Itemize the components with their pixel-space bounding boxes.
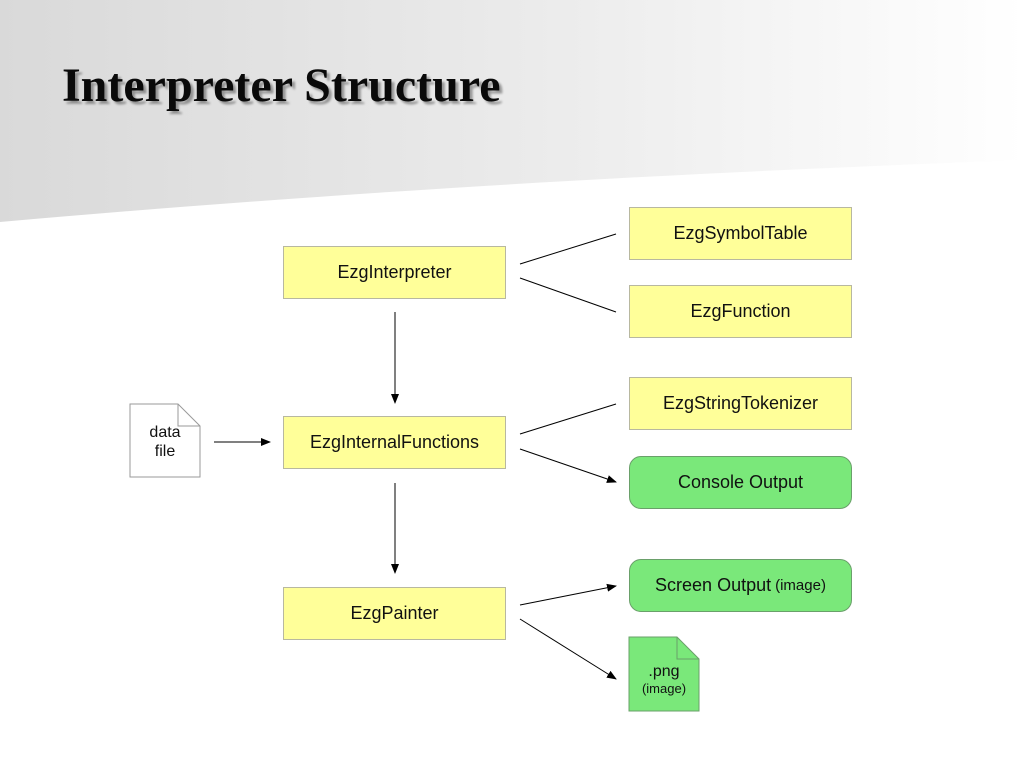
node-ezg-symbol-table: EzgSymbolTable <box>629 207 852 260</box>
arrow-painter-png <box>519 618 617 680</box>
png-file-label: .png (image) <box>641 662 687 696</box>
node-ezg-internal-functions: EzgInternalFunctions <box>283 416 506 469</box>
data-file-label: data file <box>149 423 181 460</box>
png-file-icon <box>628 636 700 712</box>
node-ezg-string-tokenizer: EzgStringTokenizer <box>629 377 852 430</box>
node-console-output: Console Output <box>629 456 852 509</box>
arrow-painter-screen <box>519 583 617 606</box>
node-ezg-painter: EzgPainter <box>283 587 506 640</box>
node-ezg-interpreter: EzgInterpreter <box>283 246 506 299</box>
screen-output-note: (image) <box>775 577 826 594</box>
line-interpreter-symboltable <box>519 233 617 265</box>
arrow-internal-console <box>519 448 617 483</box>
line-internal-tokenizer <box>519 403 617 435</box>
data-file-icon <box>129 403 201 478</box>
slide-title: Interpreter Structure <box>62 59 501 112</box>
node-screen-output: Screen Output(image) <box>629 559 852 612</box>
line-interpreter-function <box>519 277 617 313</box>
node-ezg-function: EzgFunction <box>629 285 852 338</box>
